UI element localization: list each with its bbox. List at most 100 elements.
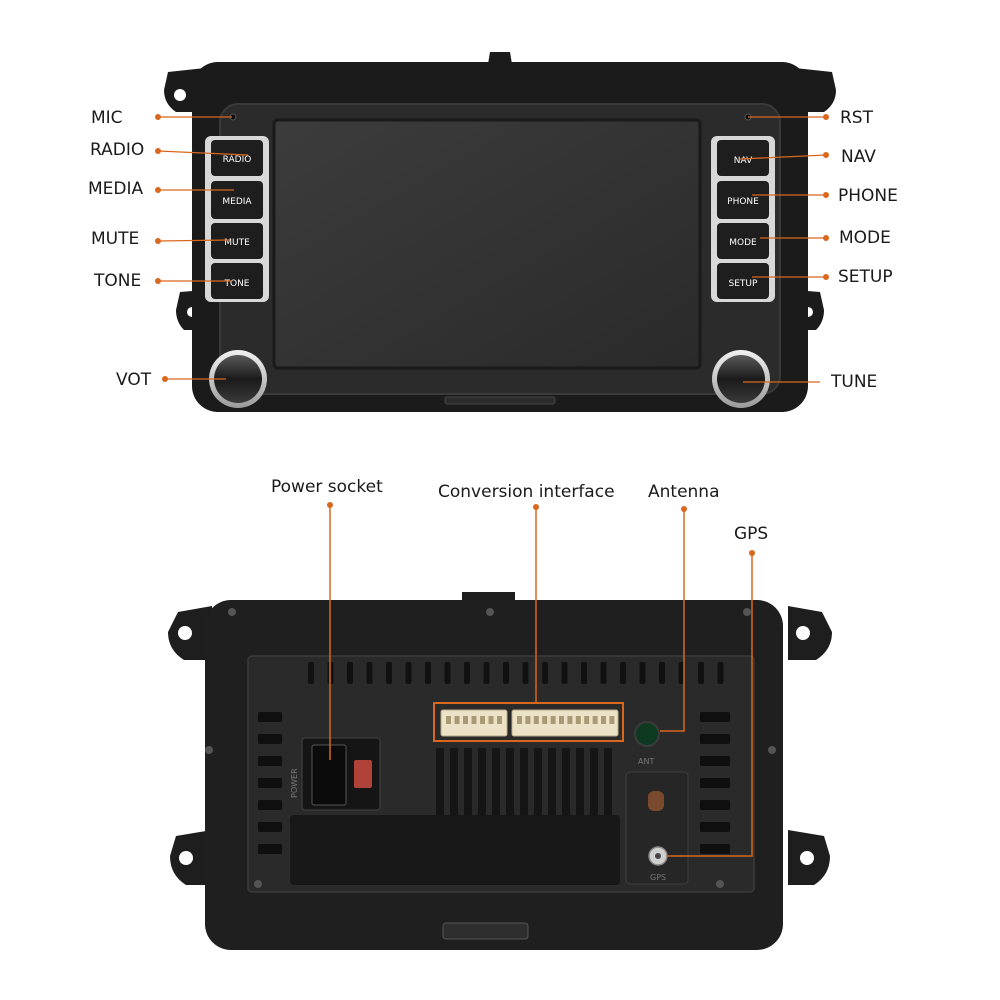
side-vent [258,778,282,788]
side-vent [700,822,730,832]
screw [205,746,213,754]
heatsink-fin [450,748,458,818]
screw [486,608,494,616]
callout-gps: GPS [734,524,769,544]
side-vent [258,734,282,744]
heatsink-fin [534,748,542,818]
vent-slot [503,662,509,684]
vent-slot [522,662,529,684]
connector-pin [592,716,598,724]
vent-slot [620,662,626,684]
phone-button-label: PHONE [727,197,759,207]
conversion-interface[interactable] [433,702,624,742]
tune-knob[interactable] [712,350,770,408]
vot-knob[interactable] [209,350,267,408]
display-screen [272,118,702,370]
power-socket[interactable]: POWER [290,737,381,811]
screws [205,608,776,888]
side-vent [258,756,282,766]
vent-slot [464,662,470,684]
phone-button[interactable]: PHONE [717,181,769,219]
connector-pin [488,716,494,724]
callout-vot: VOT [116,370,152,390]
side-vent [258,800,282,810]
screw [228,608,236,616]
heatsink-fin [562,748,570,818]
side-vent [700,800,730,810]
side-vent [700,712,730,722]
connector-pin [446,716,451,724]
media-button[interactable]: MEDIA [211,181,263,219]
tone-button[interactable]: TONE [211,263,263,299]
callout-tone: TONE [94,271,142,291]
vent-slot [600,662,607,684]
mode-button[interactable]: MODE [717,223,769,259]
side-vents [258,712,730,854]
heatsink-fin [590,748,598,818]
vent-slot [542,662,548,684]
mute-button-label: MUTE [224,238,250,248]
callout-mode: MODE [839,228,891,248]
vent-slot [561,662,568,684]
side-vent [258,712,282,722]
back-callouts [327,502,755,857]
connector-pins [446,716,615,724]
connector-pin [550,716,556,724]
tone-button-label: TONE [223,279,249,289]
heatsink-fin [520,748,528,818]
vent-slot [347,662,353,684]
vent-slot [444,662,451,684]
heatsink-fin [436,748,444,818]
radio-button-label: RADIO [223,155,252,165]
callout-antenna: Antenna [648,482,720,502]
radio-button[interactable]: RADIO [211,140,263,176]
vent-slot [405,662,412,684]
callout-media: MEDIA [88,179,144,199]
power-stamp: POWER [290,768,299,798]
side-vent [258,822,282,832]
top-vents [308,662,724,684]
side-vent [700,844,730,854]
connector-pin [480,716,485,724]
callout-rst: RST [840,108,873,128]
callout-tune: TUNE [831,372,878,392]
setup-button-label: SETUP [729,279,758,289]
vent-slot [386,662,392,684]
mute-button[interactable]: MUTE [211,223,263,259]
antenna-port[interactable]: ANT [634,721,660,766]
front-unit: RADIO MEDIA MUTE TONE NAV PHONE MODE [164,52,836,412]
front-callouts [155,114,829,383]
connector-pin [609,716,615,724]
side-vent [700,734,730,744]
gps-port[interactable]: GPS [648,846,668,882]
mic-jack [648,791,664,811]
heatsink-fin [464,748,472,818]
connector-pin [497,716,502,724]
heatsink-fin [548,748,556,818]
screw [743,608,751,616]
ant-stamp: ANT [638,757,654,766]
side-vent [258,844,282,854]
setup-button[interactable]: SETUP [717,263,769,299]
back-bottom-slot [442,922,529,940]
heatsink-fin [492,748,500,818]
screw [716,880,724,888]
vent-slot [639,662,646,684]
mode-button-label: MODE [729,238,757,248]
callout-conversion-interface: Conversion interface [438,482,615,502]
connector-pin [454,716,460,724]
bottom-slot [444,396,556,405]
callout-mic: MIC [91,108,123,128]
nav-button[interactable]: NAV [717,140,769,176]
side-vent [700,778,730,788]
back-mount-ears [168,592,832,885]
connector-pin [463,716,468,724]
connector-pin [584,716,590,724]
vent-slot [678,662,685,684]
vent-slot [366,662,373,684]
heatsink-fin [576,748,584,818]
vent-slot [659,662,665,684]
callout-mute: MUTE [91,229,140,249]
vent-slot [425,662,431,684]
